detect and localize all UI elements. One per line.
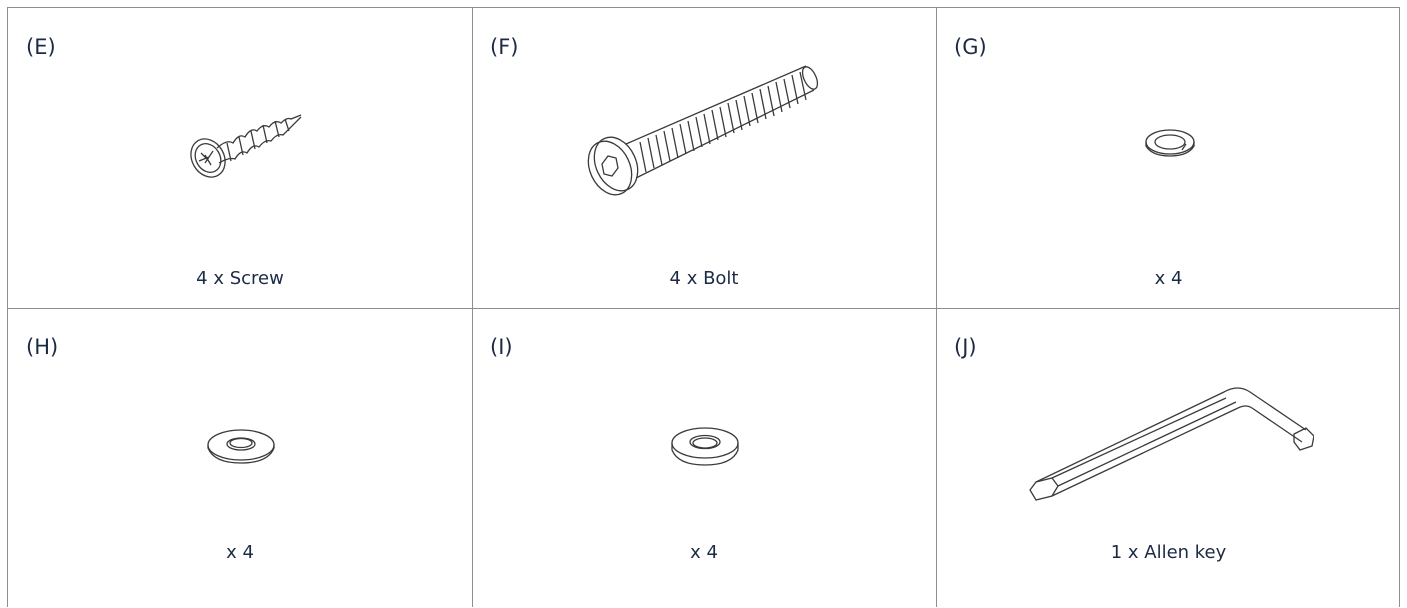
spring-washer-icon <box>1142 126 1198 162</box>
part-cell-e: (E) 4 x Screw <box>8 8 472 308</box>
allen-key-icon <box>1024 378 1314 513</box>
part-caption: 4 x Screw <box>8 268 472 289</box>
part-letter: (G) <box>954 35 987 59</box>
part-letter: (E) <box>26 35 56 59</box>
parts-grid: (E) 4 x Screw (F) 4 x Bolt (G) <box>7 7 1400 607</box>
part-letter: (F) <box>490 35 518 59</box>
part-cell-g: (G) x 4 <box>936 8 1401 308</box>
part-cell-i: (I) x 4 <box>472 308 936 608</box>
part-letter: (J) <box>954 335 977 359</box>
part-cell-j: (J) 1 x Allen key <box>936 308 1401 608</box>
part-caption: 1 x Allen key <box>936 542 1401 563</box>
screw-icon <box>183 103 313 183</box>
flat-washer-icon <box>204 426 278 468</box>
part-letter: (I) <box>490 335 513 359</box>
bolt-icon <box>580 56 820 206</box>
part-cell-h: (H) x 4 <box>8 308 472 608</box>
part-caption: x 4 <box>472 542 936 563</box>
part-caption: x 4 <box>936 268 1401 289</box>
part-letter: (H) <box>26 335 58 359</box>
part-caption: 4 x Bolt <box>472 268 936 289</box>
part-cell-f: (F) 4 x Bolt <box>472 8 936 308</box>
thick-washer-icon <box>668 424 742 470</box>
part-caption: x 4 <box>8 542 472 563</box>
